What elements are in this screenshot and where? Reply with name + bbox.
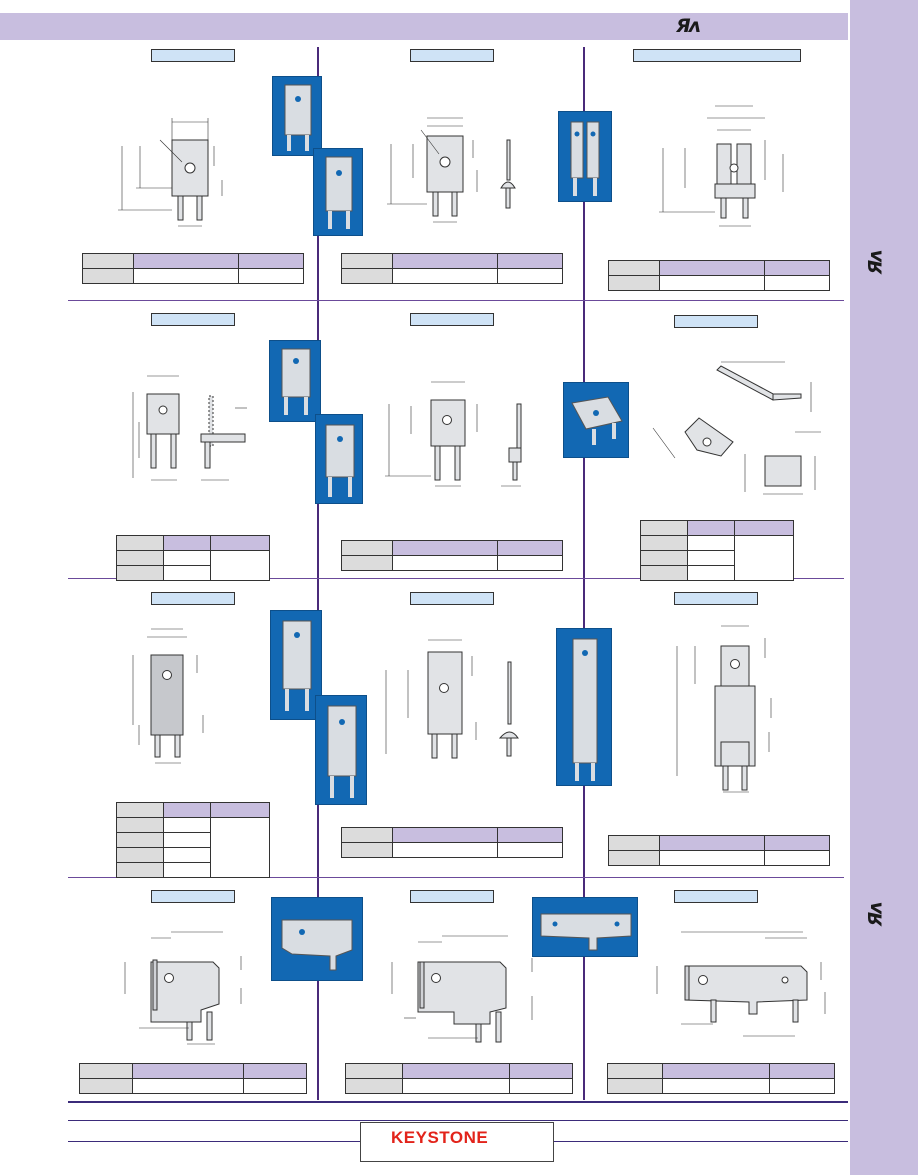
spec-table-5 [341,540,563,571]
ul-recognized-mark-upper: Яʌ [864,251,887,275]
drawing-terminal-8 [385,639,519,759]
part-label-2 [410,49,494,62]
row-divider-3 [68,877,844,878]
product-photo-1a [272,76,322,156]
part-label-11 [410,890,494,903]
drawing-terminal-3 [659,105,784,227]
part-label-5 [410,313,494,326]
spec-table-2 [341,253,563,284]
drawing-terminal-2 [387,117,516,223]
product-photo-4 [563,382,629,458]
product-photo-3a [269,340,321,422]
spec-table-4 [116,535,270,581]
product-photo-2 [558,111,612,202]
spec-table-11 [345,1063,573,1094]
part-label-10 [151,890,235,903]
header-bar: Яʌ [0,13,848,40]
product-photo-1b [313,148,363,236]
spec-table-7 [116,802,270,878]
column-divider-left [317,47,319,1100]
drawing-terminal-9 [676,625,772,793]
spec-table-1 [82,253,304,284]
part-label-6 [674,315,758,328]
drawing-terminal-7 [132,628,204,764]
product-photo-5b [315,695,367,805]
drawing-terminal-11 [391,935,533,1043]
part-label-3 [633,49,801,62]
drawing-terminal-6 [652,361,821,495]
drawing-terminal-10 [124,931,242,1045]
spec-table-10 [79,1063,307,1094]
product-photo-8 [532,897,638,957]
part-label-8 [410,592,494,605]
keystone-logo-text: KEYSTONE [391,1128,489,1147]
footer-rule-middle [68,1120,848,1121]
product-photo-3b [315,414,363,504]
footer-rule-top [68,1101,848,1103]
spec-table-12 [607,1063,835,1094]
sidebar-bar: Яʌ Яʌ [850,0,918,1175]
product-photo-7 [271,897,363,981]
column-divider-right [583,47,585,1100]
row-divider-1 [68,300,844,301]
drawing-terminal-5 [385,381,522,487]
ul-recognized-mark-lower: Яʌ [864,903,887,927]
row-divider-2 [68,578,844,579]
part-label-1 [151,49,235,62]
part-label-4 [151,313,235,326]
drawing-terminal-12 [656,931,826,1037]
keystone-logo: KEYSTONE [360,1122,554,1162]
ul-recognized-mark: Яʌ [676,15,701,37]
spec-table-3 [608,260,830,291]
spec-table-6 [640,520,794,581]
spec-table-8 [341,827,563,858]
part-label-9 [674,592,758,605]
spec-table-9 [608,835,830,866]
drawing-terminal-4 [132,375,247,481]
drawing-terminal-1 [118,118,223,227]
part-label-7 [151,592,235,605]
product-photo-5a [270,610,322,720]
part-label-12 [674,890,758,903]
product-photo-6 [556,628,612,786]
